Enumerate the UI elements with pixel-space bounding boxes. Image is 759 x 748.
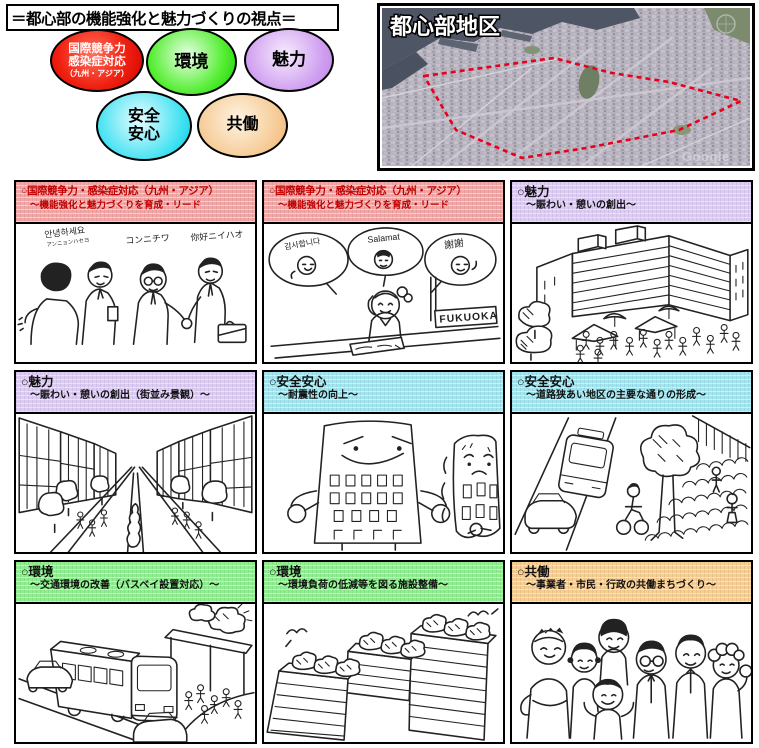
district-boundary	[422, 56, 743, 160]
page-title: ＝都心部の機能強化と魅力づくりの視点＝	[6, 4, 339, 31]
panel-safety-1: ○安全安心 ～耐震性の向上～	[262, 370, 505, 554]
panel-title: ○環境	[269, 565, 302, 579]
panel-subtitle: ～機能強化と魅力づくりを育成・リード	[278, 199, 450, 211]
panel-title: ○環境	[21, 565, 54, 579]
svg-text:FUKUOKA: FUKUOKA	[439, 311, 498, 326]
panel-subtitle: ～交通環境の改善（バスベイ設置対応）～	[30, 580, 220, 592]
ellipse-label: （九州・アジア）	[65, 69, 129, 79]
aerial-photo: 都心部地区 Google	[382, 8, 750, 166]
panel-attractiveness-1: ○魅力 ～賑わい・憩いの創出～	[510, 180, 753, 364]
panel-header: ○安全安心 ～耐震性の向上～	[262, 370, 505, 414]
panel-illustration-area	[510, 414, 753, 554]
panel-illustration-area	[262, 604, 505, 744]
panel-attractiveness-2: ○魅力 ～賑わい・憩いの創出（街並み景観）～	[14, 370, 257, 554]
illustration-bus-bay	[18, 604, 255, 742]
panel-title: ○安全安心	[269, 375, 327, 389]
panel-title: ○魅力	[517, 185, 550, 199]
panel-subtitle: ～事業者・市民・行政の共働まちづくり～	[526, 580, 716, 592]
panel-title: ○魅力	[21, 375, 54, 389]
panels-grid: ○国際競争力・感染症対応（九州・アジア） ～機能強化と魅力づくりを育成・リード …	[14, 180, 753, 744]
ellipse-label: 安全	[127, 107, 160, 125]
panel-collaboration: ○共働 ～事業者・市民・行政の共働まちづくり～	[510, 560, 753, 744]
svg-text:안녕하세요: 안녕하세요	[44, 225, 86, 240]
panel-illustration-area	[262, 414, 505, 554]
panel-subtitle: ～賑わい・憩いの創出（街並み景観）～	[30, 390, 210, 402]
compass-icon	[716, 14, 736, 34]
illustration-earthquake-resistant-buildings	[287, 420, 501, 551]
concept-ellipse-safety: 安全 安心	[96, 91, 192, 161]
ellipse-label: 安心	[127, 126, 160, 143]
panel-header: ○魅力 ～賑わい・憩いの創出～	[510, 180, 753, 224]
svg-text:謝謝: 謝謝	[443, 236, 464, 252]
panel-subtitle: ～道路狭あい地区の主要な通りの形成～	[526, 390, 706, 402]
concept-ellipse-attractiveness: 魅力	[244, 28, 334, 92]
panel-header: ○魅力 ～賑わい・憩いの創出（街並み景観）～	[14, 370, 257, 414]
panel-illustration-area: 안녕하세요 アンニョンハセヨ コンニチワ 你好ニイハオ	[14, 224, 257, 364]
panel-title: ○国際競争力・感染症対応（九州・アジア）	[269, 185, 467, 197]
svg-text:你好ニイハオ: 你好ニイハオ	[190, 228, 244, 243]
svg-text:コンニチワ: コンニチワ	[125, 233, 170, 246]
panel-environment-1: ○環境 ～交通環境の改善（バスベイ設置対応）～	[14, 560, 257, 744]
panel-title: ○共働	[517, 565, 550, 579]
svg-text:Salamat: Salamat	[367, 231, 401, 244]
panel-illustration-area	[14, 604, 257, 744]
ellipse-label: 国際競争力	[68, 42, 126, 55]
concept-ellipse-environment: 環境	[146, 28, 237, 96]
panel-header: ○国際競争力・感染症対応（九州・アジア） ～機能強化と魅力づくりを育成・リード	[14, 180, 257, 224]
panel-header: ○環境 ～交通環境の改善（バスベイ設置対応）～	[14, 560, 257, 604]
panel-subtitle: ～耐震性の向上～	[278, 390, 358, 402]
panel-header: ○共働 ～事業者・市民・行政の共働まちづくり～	[510, 560, 753, 604]
map-title: 都心部地区	[389, 14, 500, 39]
panel-safety-2: ○安全安心 ～道路狭あい地区の主要な通りの形成～	[510, 370, 753, 554]
panel-subtitle: ～賑わい・憩いの創出～	[526, 200, 636, 212]
panel-illustration-area	[14, 414, 257, 554]
panel-illustration-area	[510, 224, 753, 364]
panel-header: ○環境 ～環境負荷の低減等を図る施設整備～	[262, 560, 505, 604]
illustration-commercial-building-crowd	[515, 225, 749, 362]
illustration-community-people	[520, 618, 751, 740]
ellipse-label: 感染症対応	[68, 55, 126, 68]
illustration-main-street-formation	[514, 415, 751, 551]
panel-illustration-area	[510, 604, 753, 744]
panel-header: ○安全安心 ～道路狭あい地区の主要な通りの形成～	[510, 370, 753, 414]
map-watermark: Google	[682, 149, 730, 164]
illustration-businessmen-handshake: 안녕하세요 アンニョンハセヨ コンニチワ 你好ニイハオ	[17, 225, 247, 346]
concept-ellipse-international: 国際競争力 感染症対応 （九州・アジア）	[50, 29, 144, 92]
panel-title: ○国際競争力・感染症対応（九州・アジア）	[21, 185, 219, 197]
panel-illustration-area: 감사합니다 Salamat 謝謝 FUKUOKA	[262, 224, 505, 364]
illustration-multilingual-info-desk: 감사합니다 Salamat 謝謝 FUKUOKA	[268, 227, 501, 359]
panel-header: ○国際競争力・感染症対応（九州・アジア） ～機能強化と魅力づくりを育成・リード	[262, 180, 505, 224]
panel-subtitle: ～機能強化と魅力づくりを育成・リード	[30, 199, 202, 211]
district-aerial-map: 都心部地区 Google	[377, 3, 755, 171]
ellipse-label: 環境	[174, 52, 209, 72]
panel-subtitle: ～環境負荷の低減等を図る施設整備～	[278, 580, 448, 592]
ellipse-label: 魅力	[272, 50, 306, 70]
panel-environment-2: ○環境 ～環境負荷の低減等を図る施設整備～	[262, 560, 505, 744]
illustration-street-landscape	[18, 415, 253, 552]
concept-ellipse-collaboration: 共働	[197, 93, 288, 158]
panel-international-2: ○国際競争力・感染症対応（九州・アジア） ～機能強化と魅力づくりを育成・リード …	[262, 180, 505, 364]
illustration-green-terraced-building	[266, 608, 499, 741]
ellipse-label: 共働	[226, 116, 259, 134]
panel-international-1: ○国際競争力・感染症対応（九州・アジア） ～機能強化と魅力づくりを育成・リード …	[14, 180, 257, 364]
panel-title: ○安全安心	[517, 375, 575, 389]
